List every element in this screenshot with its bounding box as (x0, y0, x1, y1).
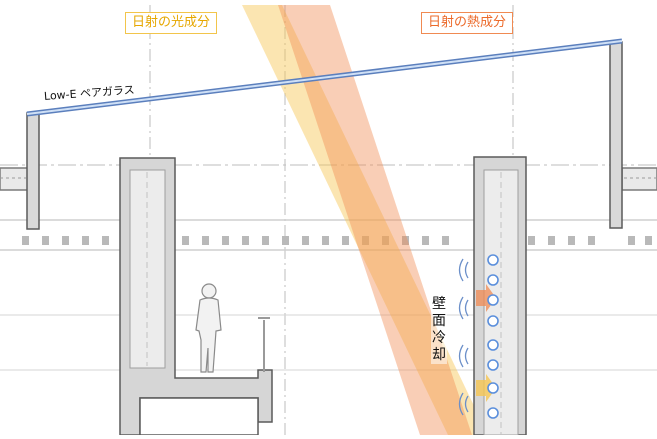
cooling-pipe-circle-icon (487, 339, 499, 351)
cooling-pipe-circle-icon (487, 359, 499, 371)
light-component-label: 日射の光成分 (125, 12, 218, 34)
outer-wall-right (621, 167, 657, 191)
slab-hatch (22, 236, 652, 245)
cooling-pipe-circle-icon (487, 382, 499, 394)
cooling-pipes (487, 254, 499, 419)
radiant-wave-icon (458, 344, 469, 368)
radiant-wave-icon (458, 296, 469, 320)
radiant-wave-icon (458, 392, 469, 416)
outer-wall-left (0, 167, 29, 191)
glass-roof (26, 38, 623, 117)
person-silhouette-icon (195, 283, 222, 373)
slab (0, 219, 657, 251)
cooling-pipe-circle-icon (487, 274, 499, 286)
cooling-pipe-circle-icon (487, 315, 499, 327)
cooling-pipe-circle-icon (487, 294, 499, 306)
light-arrow-icon (476, 374, 496, 402)
heat-component-label: 日射の熱成分 (421, 12, 514, 34)
inner-wall-left (119, 157, 273, 436)
handrail (258, 317, 270, 372)
cooling-pipe-circle-icon (487, 254, 499, 266)
roof-post-left (26, 112, 40, 230)
heat-beam (278, 5, 472, 435)
radiant-waves (458, 258, 469, 416)
radiant-wave-icon (458, 258, 469, 282)
light-beam (242, 5, 488, 435)
wall-cooling-label: 壁面冷却 (431, 296, 447, 364)
cooling-pipe-circle-icon (487, 407, 499, 419)
roof-post-right (609, 41, 623, 229)
